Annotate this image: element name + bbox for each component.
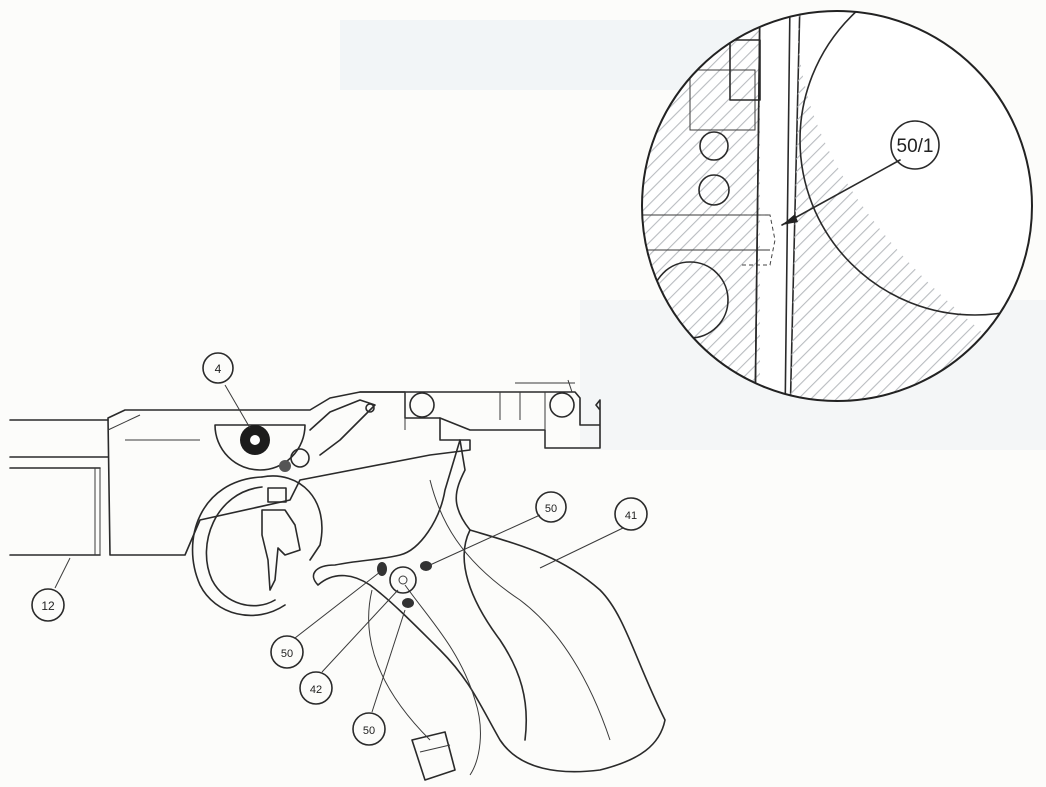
callout-41-label: 41 [625, 510, 637, 522]
gun-frame-assembly [9, 379, 666, 781]
slide-detail [567, 379, 573, 393]
part-4-knob-center [250, 435, 260, 445]
rail-screw [549, 392, 575, 418]
trigger-block [267, 487, 287, 503]
screw-head [729, 39, 761, 101]
pin-50 [377, 562, 387, 576]
callout-50-top [535, 491, 567, 523]
band-edge [784, 11, 791, 401]
trigger-guard [191, 476, 286, 617]
frame-body [107, 391, 471, 556]
callout-50-bottom [352, 712, 386, 746]
callout-12 [31, 588, 65, 622]
leader-line [321, 589, 399, 673]
hatched-arc-region [790, 11, 1032, 401]
hole [699, 131, 729, 161]
callout-50-1-label: 50/1 [897, 136, 934, 157]
callout-4-label: 4 [215, 362, 222, 376]
leader-curve [368, 589, 431, 741]
large-bore [799, 11, 1032, 316]
callout-50-left [270, 635, 304, 669]
grip-contour [463, 529, 528, 741]
lever [309, 399, 376, 456]
pin-50 [420, 561, 432, 571]
magazine-detail [419, 744, 451, 753]
callout-42 [299, 671, 333, 705]
trigger [261, 509, 301, 591]
grip-contour [404, 584, 481, 776]
hole [698, 174, 730, 206]
callout-4 [202, 352, 234, 384]
grip-screw-42 [389, 566, 417, 594]
trigger-guard-inner [205, 486, 276, 607]
pin [290, 448, 310, 468]
pin-50 [402, 598, 414, 608]
callout-42-label: 42 [310, 684, 322, 696]
callout-12-label: 12 [41, 599, 55, 613]
grip-41 [312, 439, 666, 773]
leader-line [294, 571, 381, 639]
callout-50-1 [890, 120, 940, 170]
leader-line [224, 384, 251, 429]
callout-50-left-label: 50 [281, 648, 293, 660]
leader-line [539, 527, 624, 569]
pin [279, 460, 291, 472]
grip-screw-center [398, 575, 408, 585]
callout-41 [614, 497, 648, 531]
arrowhead [782, 214, 798, 225]
callouts: 4 12 50 41 50 42 50 [31, 352, 648, 746]
magazine-base [411, 731, 456, 781]
leader-line [371, 609, 406, 713]
grip-contour [429, 479, 611, 741]
band-edge [754, 11, 761, 401]
callout-50-top-label: 50 [545, 503, 557, 515]
trigger-guard-front [261, 475, 323, 561]
leader-line [781, 159, 901, 226]
frame-detail [107, 414, 141, 431]
half-disc [214, 424, 306, 471]
leader-line [429, 514, 541, 566]
top-slide [359, 391, 601, 449]
rail-screw [409, 392, 435, 418]
block-outline [689, 69, 756, 131]
callout-50-bottom-label: 50 [363, 725, 375, 737]
leader-line [54, 557, 71, 589]
